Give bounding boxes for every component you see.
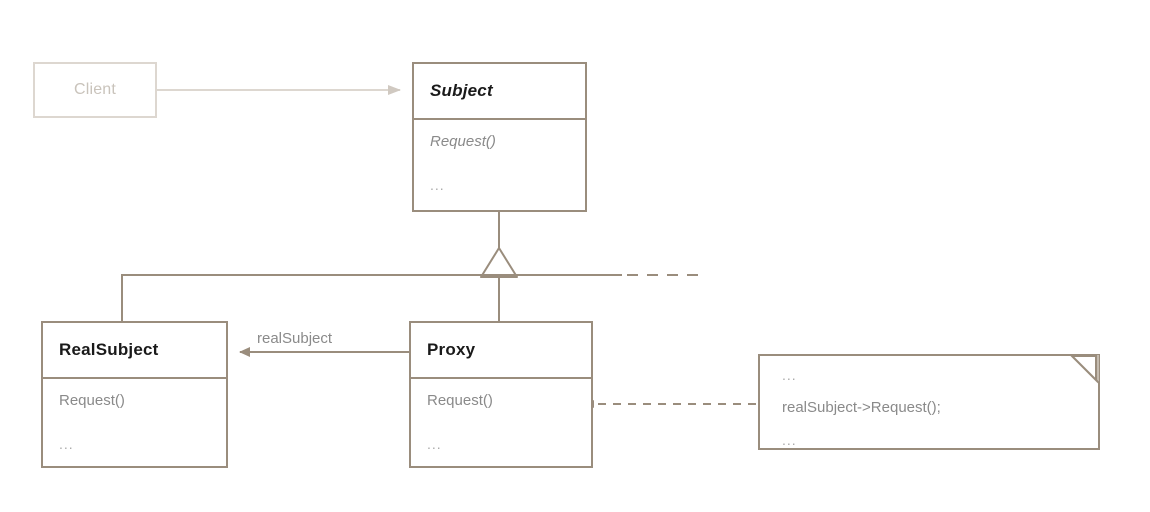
class-box-realsubject[interactable]: RealSubject Request() ...	[41, 321, 228, 468]
member-proxy-request: Request()	[427, 392, 493, 409]
class-members-proxy: Request() ...	[411, 379, 591, 466]
generalization-hollow-triangle	[480, 247, 518, 278]
class-name-band-realsubject: RealSubject	[43, 323, 226, 377]
compartment-divider	[411, 377, 591, 379]
class-members-realsubject: Request() ...	[43, 379, 226, 466]
class-name-band-client: Client	[35, 64, 155, 116]
class-box-subject[interactable]: Subject Request() ...	[412, 62, 587, 212]
member-realsubject-request: Request()	[59, 392, 125, 409]
class-name-realsubject: RealSubject	[59, 340, 159, 359]
class-box-client[interactable]: Client	[33, 62, 157, 118]
note-fold-corner-icon	[1070, 354, 1100, 384]
note-line-2: realSubject->Request();	[782, 399, 941, 416]
member-subject-request: Request()	[430, 133, 496, 150]
class-name-client: Client	[73, 81, 117, 98]
edge-generalization-stem	[480, 212, 518, 278]
class-name-band-proxy: Proxy	[411, 323, 591, 377]
class-name-subject: Subject	[430, 81, 493, 100]
compartment-divider	[43, 377, 226, 379]
note-line-1: ...	[782, 367, 797, 383]
member-realsubject-ellipsis: ...	[59, 436, 74, 452]
note-line-3: ...	[782, 432, 797, 448]
class-name-band-subject: Subject	[414, 64, 585, 118]
compartment-divider	[414, 118, 585, 120]
member-subject-ellipsis: ...	[430, 177, 445, 193]
member-proxy-ellipsis: ...	[427, 436, 442, 452]
note-box[interactable]: ... realSubject->Request(); ...	[758, 354, 1100, 450]
edge-generalization-bus	[121, 274, 707, 321]
class-members-subject: Request() ...	[414, 120, 585, 210]
class-name-proxy: Proxy	[427, 340, 476, 359]
class-box-proxy[interactable]: Proxy Request() ...	[409, 321, 593, 468]
edge-label-realsubject: realSubject	[257, 330, 333, 347]
